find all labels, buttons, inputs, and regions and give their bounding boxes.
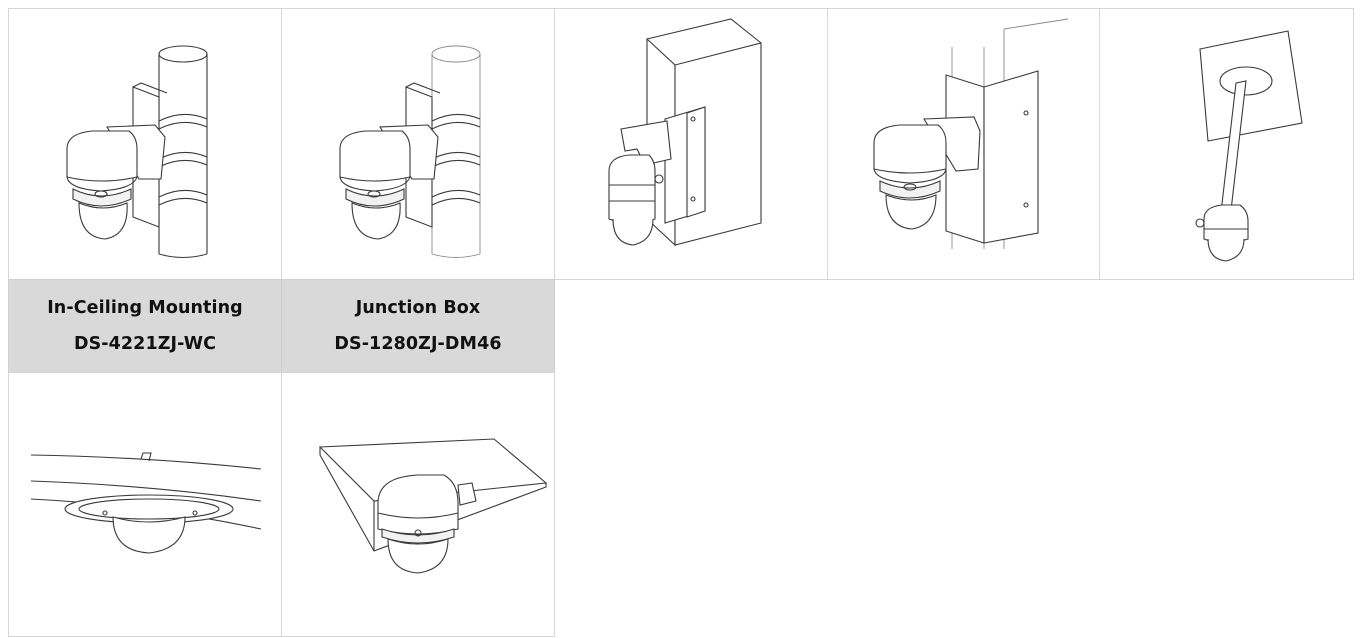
accessory-header-junction-box: Junction Box DS-1280ZJ-DM46 xyxy=(281,279,555,373)
figure-cell-in-ceiling xyxy=(8,372,282,637)
corner-mount-icon xyxy=(873,18,1069,249)
figure-cell-4 xyxy=(827,8,1100,280)
corner-mount-icon xyxy=(608,18,762,247)
pole-mount-icon xyxy=(339,45,481,258)
figure-cell-3 xyxy=(554,8,828,280)
accessory-name: Junction Box xyxy=(355,298,481,318)
accessory-model: DS-4221ZJ-WC xyxy=(73,334,217,354)
accessory-name: In-Ceiling Mounting xyxy=(47,298,243,318)
accessory-header-in-ceiling: In-Ceiling Mounting DS-4221ZJ-WC xyxy=(8,279,282,373)
figure-cell-5 xyxy=(1099,8,1354,280)
accessory-model: DS-1280ZJ-DM46 xyxy=(334,334,502,354)
figure-cell-1 xyxy=(8,8,282,280)
pendant-mount-icon xyxy=(1195,30,1303,262)
figure-cell-junction-box xyxy=(281,372,555,637)
pole-mount-icon xyxy=(66,45,208,259)
in-ceiling-mount-icon xyxy=(30,452,262,554)
figure-cell-2 xyxy=(281,8,555,280)
junction-box-icon xyxy=(318,438,548,574)
